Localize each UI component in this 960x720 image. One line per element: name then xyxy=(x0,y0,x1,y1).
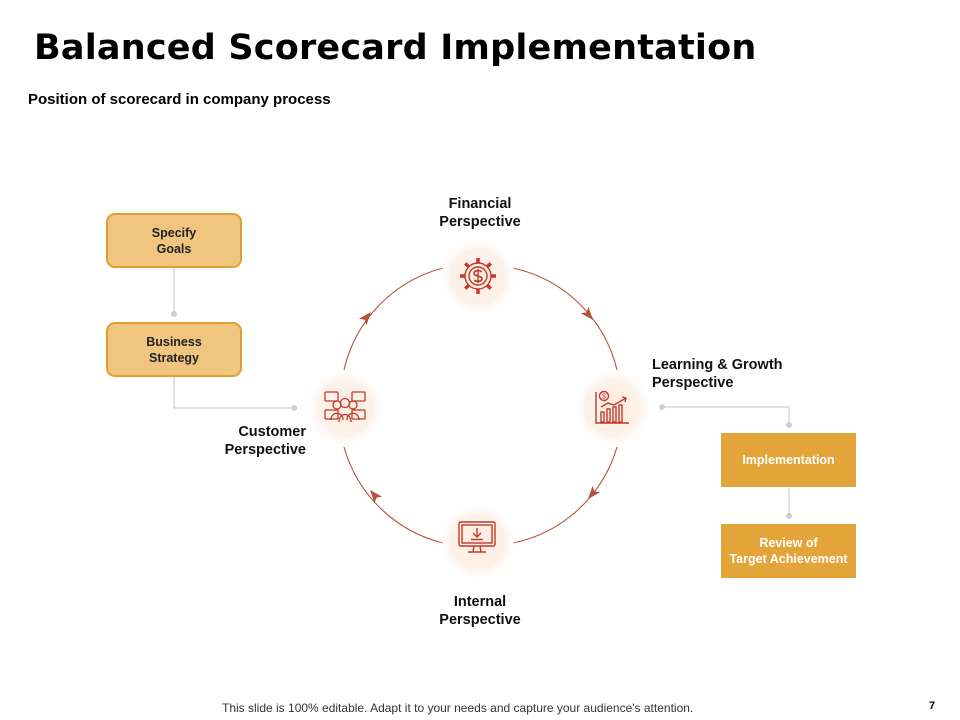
monitor-download-icon xyxy=(458,521,496,553)
slide-title: Balanced Scorecard Implementation xyxy=(34,28,757,68)
internal-perspective-label: Internal Perspective xyxy=(439,594,521,628)
arrow-financial-to-learning xyxy=(580,306,593,320)
connector-dot xyxy=(786,513,792,519)
connector-dot xyxy=(659,404,665,410)
arrow-internal-to-customer xyxy=(370,490,383,504)
cycle-ring xyxy=(343,267,618,544)
footer-note: This slide is 100% editable. Adapt it to… xyxy=(222,701,694,715)
connector-dot xyxy=(786,422,792,428)
cycle-arrows xyxy=(358,306,601,504)
customer-perspective-label: Customer Perspective xyxy=(224,424,306,458)
connector-dot xyxy=(171,311,177,317)
connector-dot xyxy=(291,405,297,411)
connectors xyxy=(173,268,790,516)
business-strategy-box: Business Strategy xyxy=(106,322,242,377)
gear-dollar-icon xyxy=(460,258,496,294)
arrow-customer-to-financial xyxy=(358,312,371,326)
learning-growth-perspective-label: Learning & Growth Perspective xyxy=(652,357,783,391)
review-target-achievement-box: Review of Target Achievement xyxy=(721,524,856,578)
implementation-box: Implementation xyxy=(721,433,856,487)
team-icon xyxy=(324,391,366,423)
arrow-learning-to-internal xyxy=(588,485,601,499)
page-number: 7 xyxy=(929,700,936,712)
specify-goals-box: Specify Goals xyxy=(106,213,242,268)
growth-chart-icon: $ xyxy=(595,390,629,424)
slide-subtitle: Position of scorecard in company process xyxy=(28,91,331,108)
svg-text:$: $ xyxy=(602,394,606,401)
financial-perspective-label: Financial Perspective xyxy=(439,196,521,230)
